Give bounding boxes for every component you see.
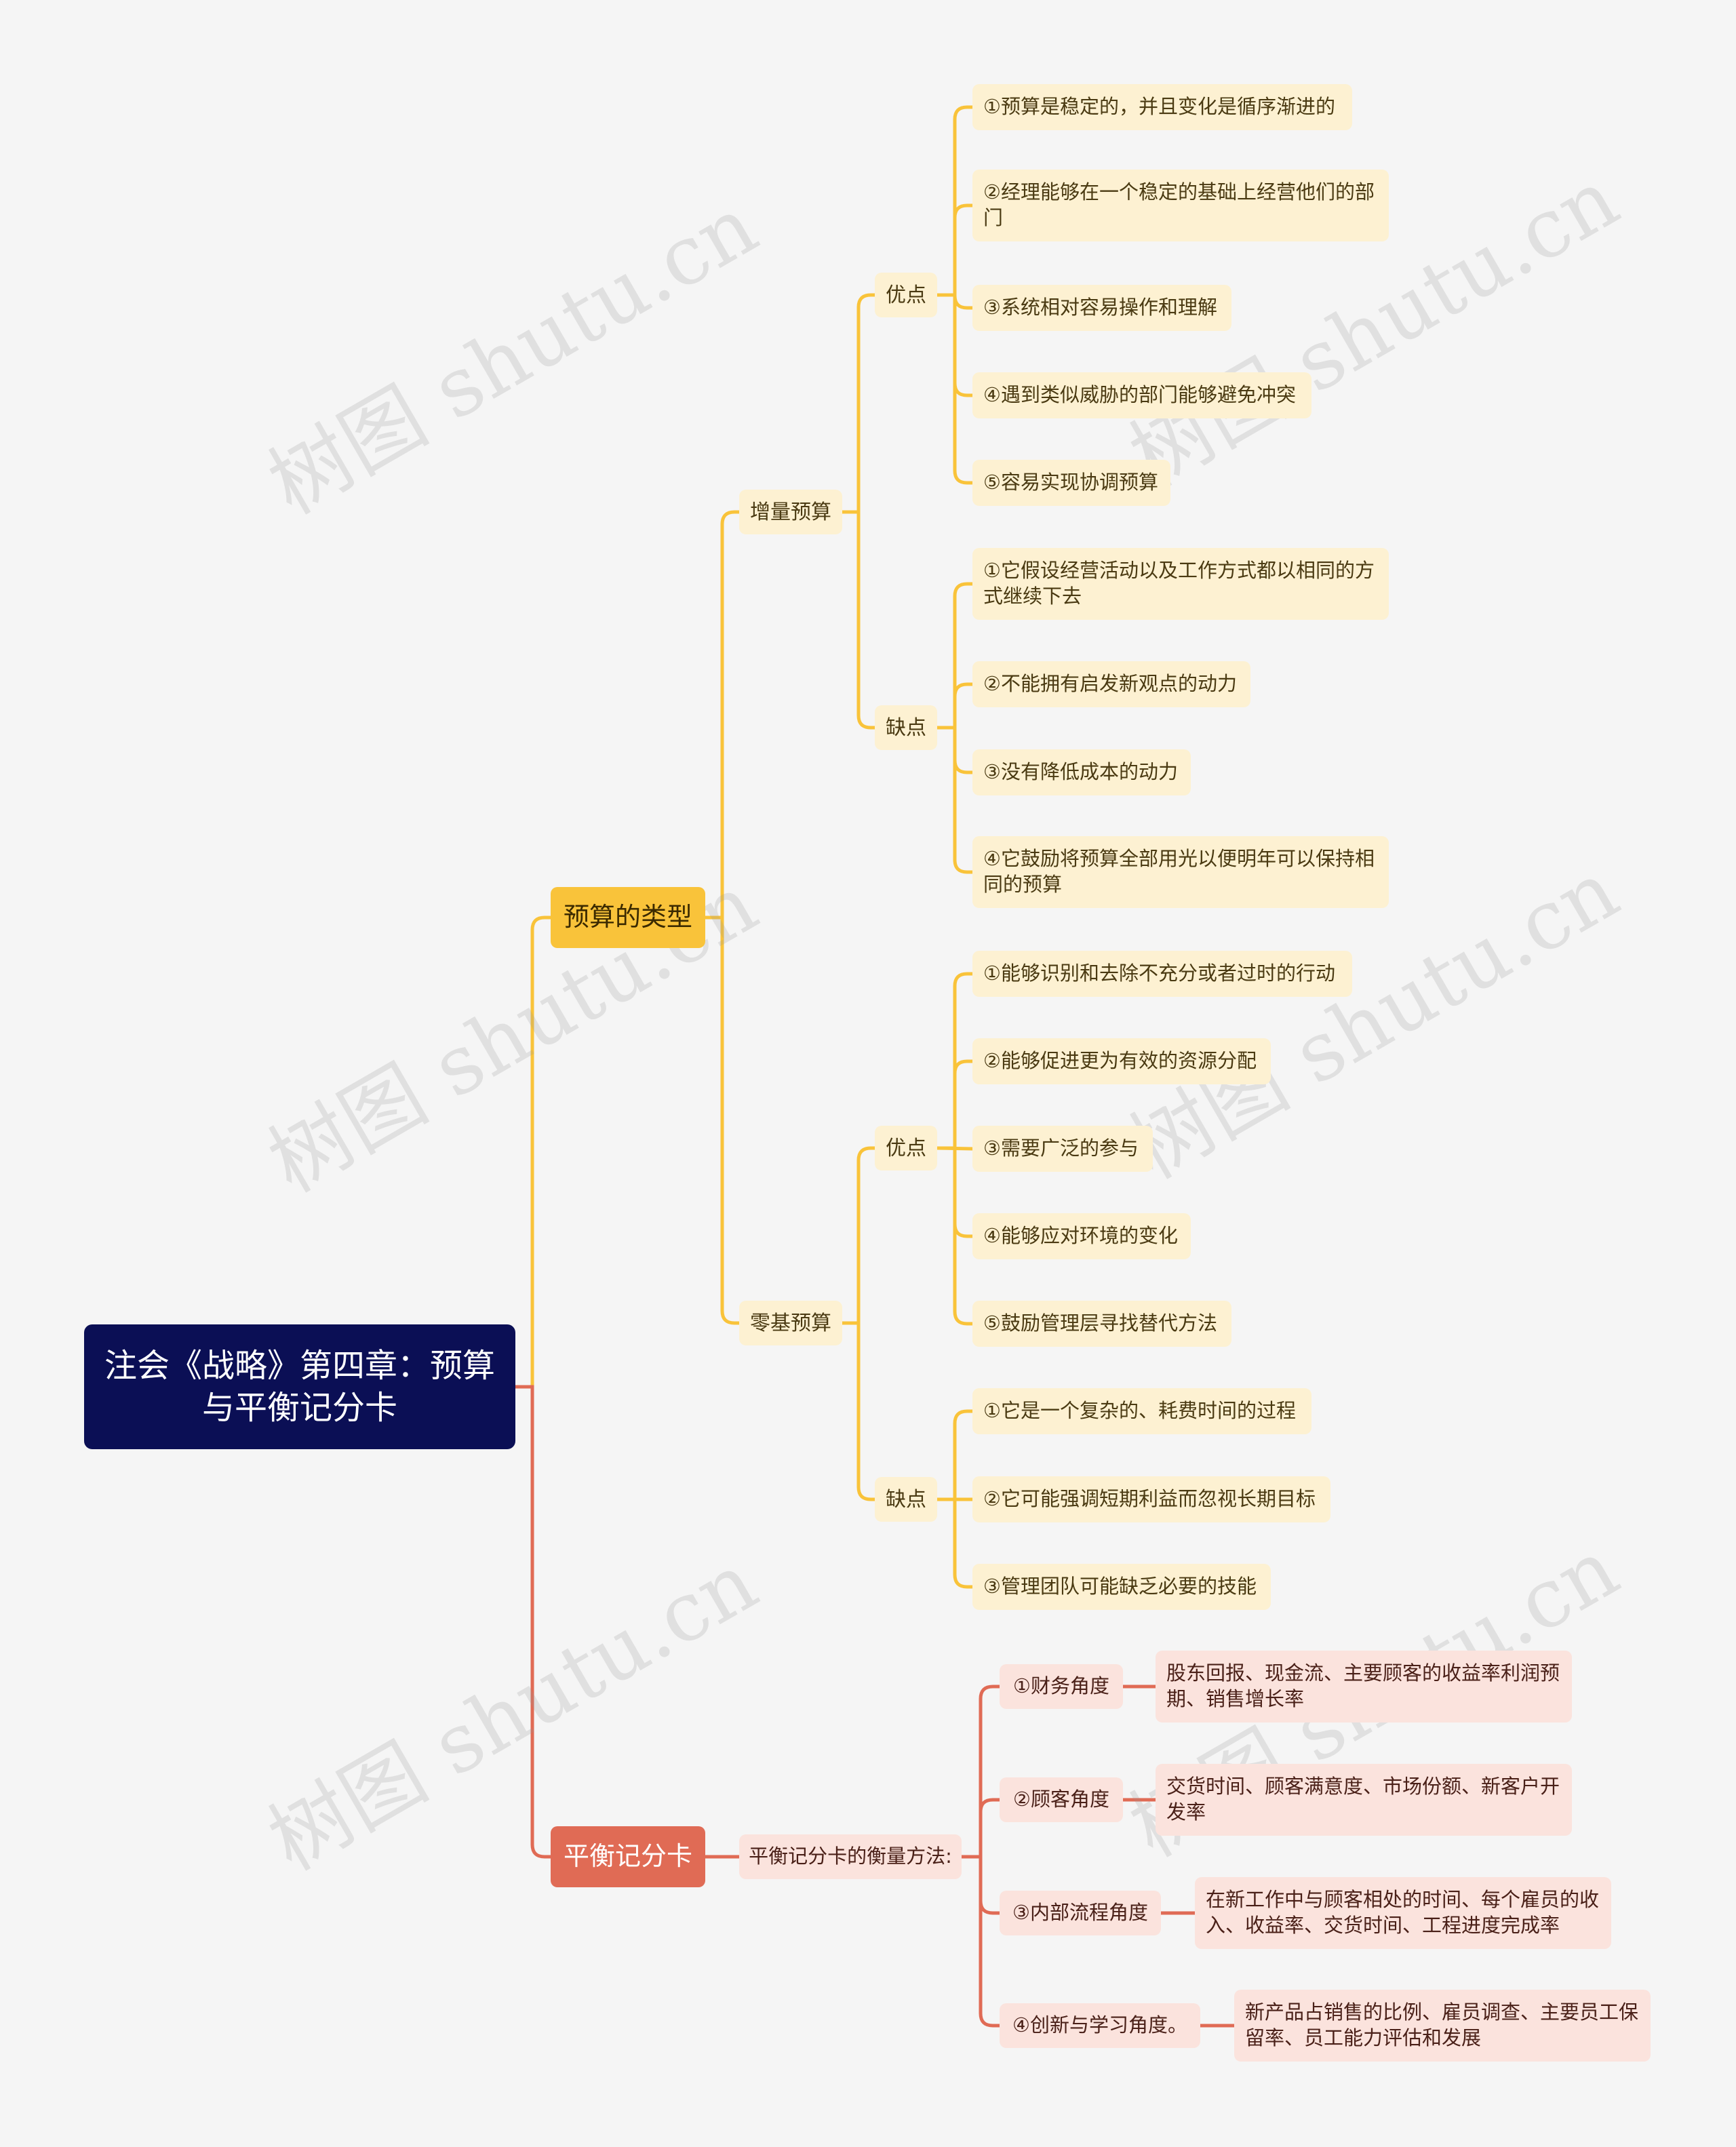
incremental-budget[interactable]: 增量预算	[739, 490, 842, 534]
connector-incremental-con-item	[935, 726, 974, 874]
zero-based-pro-item[interactable]: ④能够应对环境的变化	[972, 1213, 1191, 1259]
incremental-pro-item[interactable]: ④遇到类似威胁的部门能够避免冲突	[972, 372, 1311, 418]
zero-based-cons[interactable]: 缺点	[875, 1477, 937, 1522]
incremental-pro-item[interactable]: ②经理能够在一个稳定的基础上经营他们的部门	[972, 170, 1389, 241]
zero-based-budget[interactable]: 零基预算	[739, 1301, 842, 1345]
incremental-pro-item[interactable]: ①预算是稳定的，并且变化是循序渐进的	[972, 84, 1352, 130]
connector-incremental-pro-item	[935, 203, 974, 297]
connector-root-bsc	[513, 1385, 553, 1859]
zero-based-con-item[interactable]: ②它可能强调短期利益而忽视长期目标	[972, 1476, 1330, 1522]
connector-incremental-con-item	[935, 582, 974, 730]
incremental-pro-item[interactable]: ⑤容易实现协调预算	[972, 460, 1170, 506]
incremental-pros[interactable]: 优点	[875, 273, 937, 317]
incremental-con-item[interactable]: ②不能拥有启发新观点的动力	[972, 661, 1250, 707]
bsc-detail-customer[interactable]: 交货时间、顾客满意度、市场份额、新客户开发率	[1156, 1764, 1572, 1836]
branch-balanced-scorecard[interactable]: 平衡记分卡	[551, 1826, 705, 1887]
zero-based-pro-item[interactable]: ⑤鼓励管理层寻找替代方法	[972, 1301, 1231, 1347]
zero-based-pro-item[interactable]: ②能够促进更为有效的资源分配	[972, 1038, 1271, 1084]
incremental-con-item[interactable]: ③没有降低成本的动力	[972, 749, 1191, 795]
zero-based-pro-item[interactable]: ③需要广泛的参与	[972, 1126, 1153, 1172]
connector-zero-pro-item	[935, 1146, 974, 1326]
connector-budget-incremental	[703, 510, 741, 920]
zero-based-pros[interactable]: 优点	[875, 1126, 937, 1170]
zero-based-pro-item[interactable]: ①能够识别和去除不充分或者过时的行动	[972, 951, 1352, 997]
bsc-method[interactable]: 平衡记分卡的衡量方法:	[739, 1834, 962, 1879]
incremental-con-item[interactable]: ④它鼓励将预算全部用光以便明年可以保持相同的预算	[972, 836, 1389, 908]
bsc-detail-innovation[interactable]: 新产品占销售的比例、雇员调查、主要员工保留率、员工能力评估和发展	[1234, 1990, 1651, 2062]
bsc-perspective-internal-process[interactable]: ③内部流程角度	[1000, 1891, 1161, 1935]
connector-incremental-pro-item	[935, 105, 974, 297]
connector-incremental-cons	[840, 510, 877, 730]
connector-zero-cons	[840, 1321, 877, 1501]
connector-incremental-pro-item	[935, 293, 974, 485]
zero-based-con-item[interactable]: ①它是一个复杂的、耗费时间的过程	[972, 1388, 1311, 1434]
bsc-perspective-customer[interactable]: ②顾客角度	[1000, 1777, 1123, 1822]
connector-root-budget	[513, 915, 553, 1389]
connector-zero-pros	[840, 1146, 877, 1325]
connector-zero-pro-item	[935, 972, 974, 1150]
root-topic[interactable]: 注会《战略》第四章：预算与平衡记分卡	[84, 1324, 515, 1449]
bsc-detail-internal-process[interactable]: 在新工作中与顾客相处的时间、每个雇员的收入、收益率、交货时间、工程进度完成率	[1195, 1877, 1611, 1949]
incremental-cons[interactable]: 缺点	[875, 705, 937, 750]
bsc-perspective-innovation[interactable]: ④创新与学习角度。	[1000, 2003, 1200, 2048]
connector-budget-zero	[703, 915, 741, 1325]
incremental-con-item[interactable]: ①它假设经营活动以及工作方式都以相同的方式继续下去	[972, 548, 1389, 620]
connector-zero-con-item	[935, 1409, 974, 1501]
branch-budget-types[interactable]: 预算的类型	[551, 887, 705, 948]
connector-incremental-pros	[840, 293, 877, 514]
connector-bsc-perspective	[960, 1855, 1002, 2028]
bsc-perspective-financial[interactable]: ①财务角度	[1000, 1664, 1123, 1709]
zero-based-con-item[interactable]: ③管理团队可能缺乏必要的技能	[972, 1564, 1271, 1610]
connector-bsc-perspective	[960, 1685, 1002, 1859]
incremental-pro-item[interactable]: ③系统相对容易操作和理解	[972, 285, 1231, 331]
connector-incremental-con-item	[935, 682, 974, 730]
bsc-detail-financial[interactable]: 股东回报、现金流、主要顾客的收益率利润预期、销售增长率	[1156, 1651, 1572, 1722]
connector-zero-con-item	[935, 1497, 974, 1589]
connector-bsc-perspective	[960, 1798, 1002, 1859]
connector-zero-pro-item	[935, 1059, 974, 1150]
